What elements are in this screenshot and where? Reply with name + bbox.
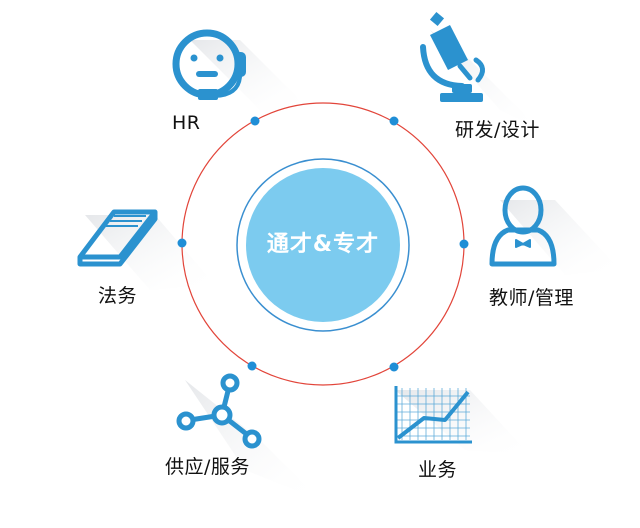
ring-dots — [177, 116, 469, 372]
ring-dot-hr — [250, 116, 260, 126]
teacher-person-icon — [489, 185, 557, 267]
ring-dot-rd — [389, 116, 399, 126]
label-legal: 法务 — [98, 285, 138, 307]
label-business: 业务 — [418, 459, 458, 481]
label-supply: 供应/服务 — [165, 456, 250, 478]
label-teacher: 教师/管理 — [489, 287, 574, 309]
label-rd: 研发/设计 — [455, 119, 540, 141]
headset-person-icon — [172, 29, 246, 100]
ring-dot-legal — [177, 238, 187, 248]
growth-chart-icon — [394, 386, 472, 444]
center-circle — [246, 168, 400, 322]
ring-dot-supply — [247, 361, 257, 371]
center-label: 通才&专才 — [266, 232, 380, 257]
ring-dot-business — [389, 362, 399, 372]
label-hr: HR — [172, 112, 201, 134]
microscope-icon — [420, 11, 485, 102]
book-icon — [77, 209, 158, 267]
inner-ring — [236, 158, 410, 332]
network-nodes-icon — [176, 373, 262, 449]
ring-dot-teacher — [459, 239, 469, 249]
